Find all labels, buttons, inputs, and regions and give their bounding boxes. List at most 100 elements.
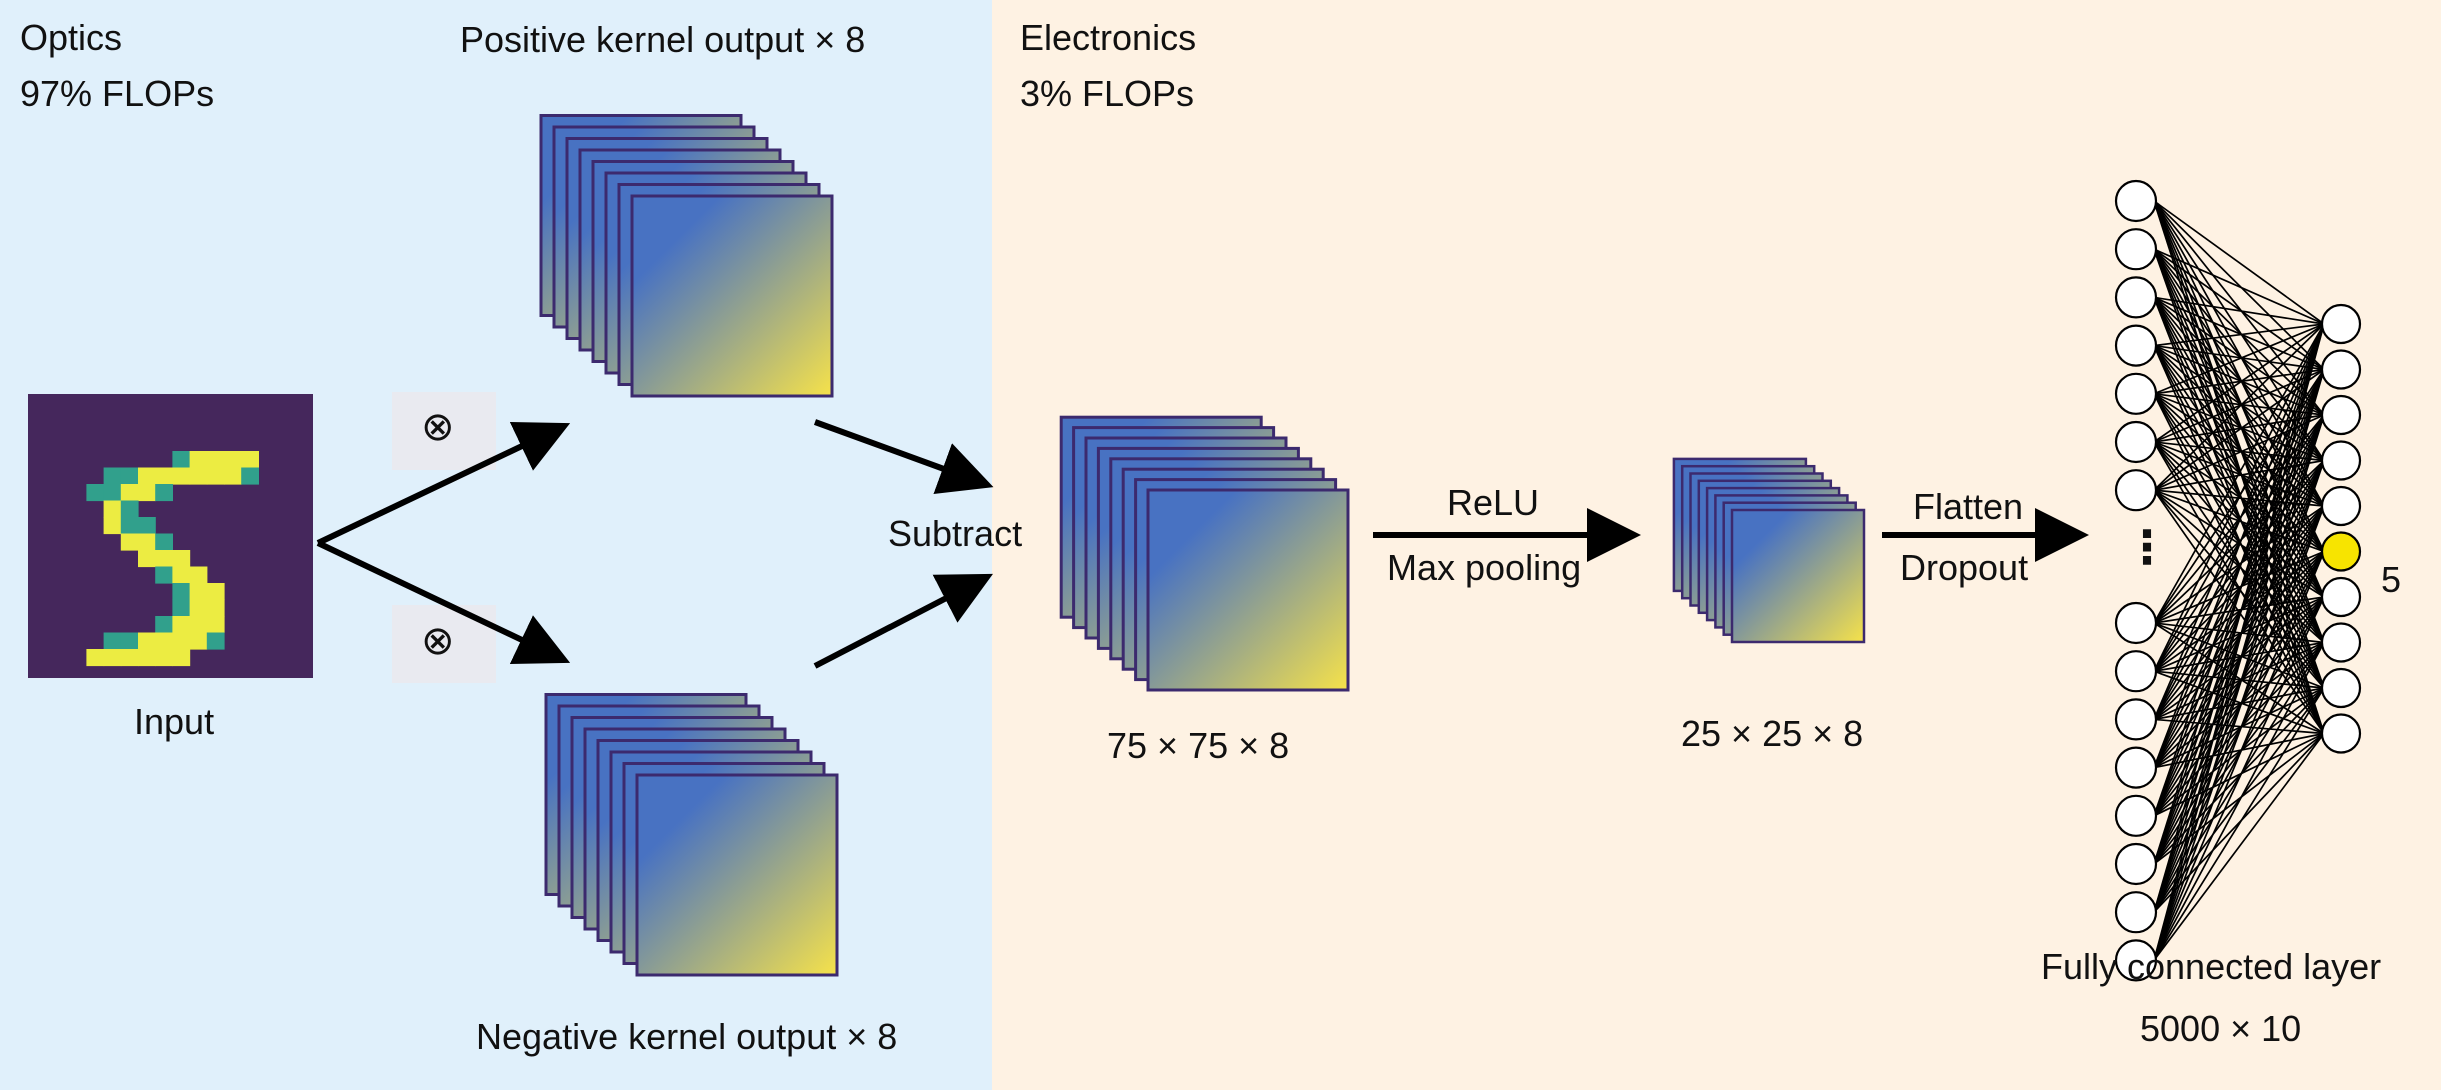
feature-map-stack bbox=[1059, 415, 1350, 692]
fc-edge bbox=[2153, 248, 2325, 507]
fc-edge bbox=[2153, 345, 2325, 643]
input-neuron bbox=[2114, 228, 2158, 271]
fc-edge bbox=[2153, 248, 2325, 325]
output-neuron bbox=[2320, 303, 2362, 345]
fc-edge bbox=[2153, 323, 2325, 817]
fc-nodes bbox=[2114, 179, 2362, 982]
fc-edge bbox=[2153, 369, 2325, 961]
input-image bbox=[28, 394, 313, 678]
fc-edge bbox=[2153, 344, 2325, 507]
fc-edge bbox=[2153, 323, 2325, 865]
convolution-symbol-1: ⊗ bbox=[421, 404, 455, 450]
input-neuron bbox=[2114, 842, 2158, 886]
input-neuron bbox=[2114, 939, 2158, 982]
fc-edge bbox=[2153, 641, 2325, 721]
input-neuron bbox=[2114, 746, 2158, 789]
fc-edge bbox=[2153, 323, 2325, 672]
input-neuron bbox=[2114, 420, 2158, 464]
input-neuron bbox=[2114, 324, 2158, 367]
arrow-negative-to-subtract bbox=[813, 573, 993, 669]
arrow-positive-to-subtract bbox=[813, 419, 994, 494]
fc-edge bbox=[2153, 323, 2325, 913]
fc-edge bbox=[2153, 323, 2325, 768]
digit-five-glyph bbox=[86, 451, 259, 667]
fc-edge bbox=[2153, 344, 2325, 462]
fc-ellipsis: ⋮ bbox=[2124, 520, 2170, 574]
positive-kernel-stack bbox=[539, 114, 834, 398]
fc-edge bbox=[2153, 687, 2325, 721]
fc-edge bbox=[2153, 687, 2325, 769]
fc-edge bbox=[2153, 323, 2325, 443]
fc-edge bbox=[2153, 687, 2325, 961]
feature-map-layer bbox=[1146, 488, 1350, 692]
output-neuron bbox=[2320, 440, 2362, 481]
convolution-symbol-bg bbox=[392, 392, 496, 470]
fc-edge bbox=[2153, 296, 2325, 552]
fc-edge bbox=[2153, 596, 2325, 624]
convolution-symbol-2: ⊗ bbox=[421, 618, 455, 664]
max-pooling-label: Max pooling bbox=[1387, 547, 1582, 588]
feature-map-size: 75 × 75 × 8 bbox=[1107, 725, 1290, 766]
fc-edge bbox=[2153, 414, 2325, 961]
fc-title: Fully connected layer bbox=[2041, 946, 2382, 987]
fc-edge bbox=[2153, 296, 2325, 325]
output-neuron bbox=[2320, 622, 2362, 663]
output-neuron bbox=[2320, 576, 2362, 618]
fc-edge bbox=[2153, 622, 2325, 689]
fc-edge bbox=[2153, 622, 2325, 735]
input-neuron bbox=[2114, 794, 2158, 837]
output-class-label: 5 bbox=[2381, 559, 2402, 600]
fc-edge bbox=[2153, 200, 2325, 461]
subtract-label: Subtract bbox=[888, 513, 1023, 554]
fc-edge bbox=[2153, 732, 2325, 961]
negative-kernel-label: Negative kernel output × 8 bbox=[476, 1016, 898, 1057]
fc-edge bbox=[2153, 718, 2325, 735]
flatten-label: Flatten bbox=[1913, 486, 2024, 527]
fc-edge bbox=[2153, 248, 2325, 416]
fc-edge bbox=[2153, 596, 2325, 961]
fc-edge bbox=[2153, 248, 2325, 552]
input-neuron bbox=[2114, 698, 2158, 741]
fc-edge bbox=[2153, 344, 2325, 371]
fc-edge bbox=[2153, 642, 2325, 961]
fc-edge bbox=[2153, 296, 2325, 598]
fc-edge bbox=[2153, 596, 2325, 672]
fc-edge bbox=[2153, 641, 2325, 673]
fc-edge bbox=[2153, 200, 2325, 371]
fc-edge bbox=[2153, 460, 2325, 961]
relu-label: ReLU bbox=[1447, 482, 1540, 523]
positive-kernel-label: Positive kernel output × 8 bbox=[460, 19, 866, 60]
fc-edge bbox=[2153, 200, 2325, 416]
input-neuron bbox=[2114, 372, 2158, 415]
feature-map-layer bbox=[635, 773, 839, 977]
fc-edge bbox=[2153, 296, 2325, 371]
fc-edge bbox=[2153, 670, 2325, 735]
output-neuron-highlighted bbox=[2320, 531, 2362, 572]
fc-edge bbox=[2153, 248, 2325, 462]
input-label: Input bbox=[134, 701, 215, 742]
input-neuron bbox=[2114, 179, 2158, 223]
electronics-flops: 3% FLOPs bbox=[1020, 72, 1195, 114]
fc-edge bbox=[2153, 296, 2325, 416]
fc-edge bbox=[2153, 323, 2325, 961]
fc-edge bbox=[2153, 200, 2325, 325]
input-neuron bbox=[2114, 469, 2158, 512]
input-neuron bbox=[2114, 601, 2158, 645]
arrow-input-to-positive bbox=[316, 421, 571, 546]
fc-edge bbox=[2153, 622, 2325, 644]
fc-size: 5000 × 10 bbox=[2140, 1008, 2302, 1049]
optics-flops: 97% FLOPs bbox=[20, 72, 215, 114]
fc-edge bbox=[2153, 323, 2325, 720]
fc-edge bbox=[2153, 248, 2325, 371]
fc-edge bbox=[2153, 323, 2325, 347]
input-neuron bbox=[2114, 650, 2158, 693]
fc-edge bbox=[2153, 323, 2325, 491]
fc-edge bbox=[2153, 323, 2325, 624]
output-neuron bbox=[2320, 485, 2362, 527]
fc-edge bbox=[2153, 550, 2325, 624]
input-neuron bbox=[2114, 891, 2158, 934]
output-neuron bbox=[2320, 349, 2362, 390]
output-neuron bbox=[2320, 667, 2362, 709]
